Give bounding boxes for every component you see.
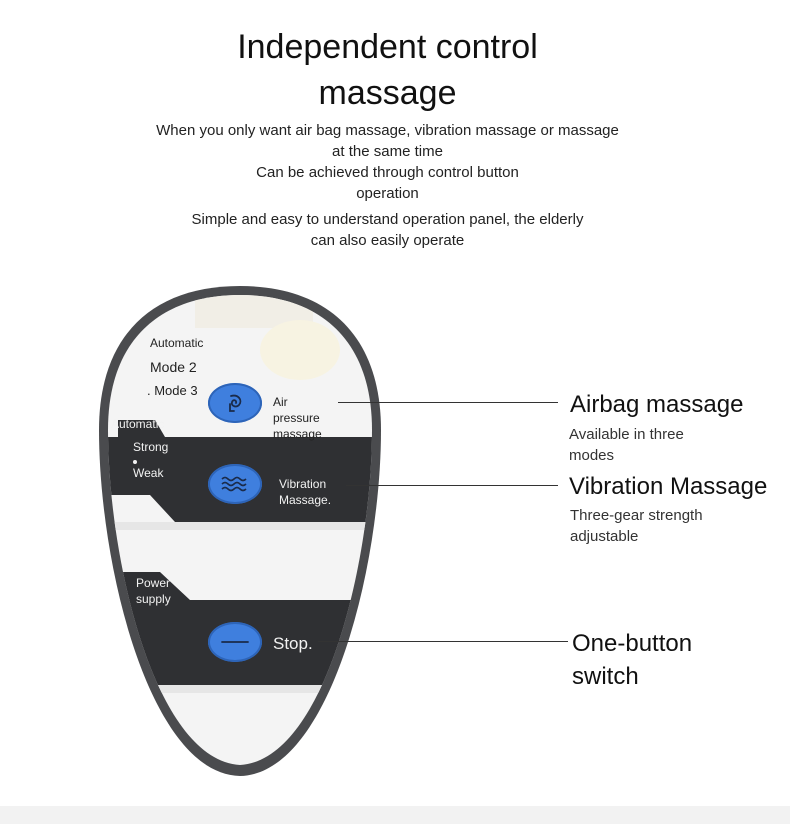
vibration-callout-title: Vibration Massage bbox=[569, 473, 768, 500]
airbag-button-label-2: pressure bbox=[273, 411, 320, 425]
description-line-1: When you only want air bag massage, vibr… bbox=[156, 122, 619, 139]
description-line-2: at the same time bbox=[332, 143, 443, 160]
strength-label: Automatic bbox=[111, 417, 165, 431]
airbag-callout-title: Airbag massage bbox=[570, 391, 744, 418]
vibration-button-label-2: Massage. bbox=[279, 493, 332, 507]
airbag-callout-line bbox=[338, 402, 558, 403]
airbag-button[interactable] bbox=[208, 383, 262, 423]
footer-bar bbox=[0, 806, 790, 824]
switch-callout-title-2: switch bbox=[572, 663, 639, 690]
page-title-line-1: Independent control bbox=[237, 28, 538, 66]
airbag-callout-sub-2: modes bbox=[569, 447, 615, 464]
dash-icon bbox=[221, 641, 249, 643]
page-title-line-2: massage bbox=[318, 74, 457, 112]
vibration-callout-line bbox=[346, 485, 558, 486]
switch-callout-line bbox=[318, 641, 568, 642]
description-line-4: operation bbox=[356, 185, 419, 202]
mode-3-label: . Mode 3 bbox=[147, 383, 198, 398]
description-line-5: Simple and easy to understand operation … bbox=[191, 211, 584, 228]
airbag-button-label-3: massage bbox=[273, 427, 322, 441]
vibration-button[interactable] bbox=[208, 464, 262, 504]
airbag-swirl-icon bbox=[229, 394, 242, 412]
mode-label: Automatic bbox=[150, 336, 204, 350]
power-label-1: Power bbox=[136, 576, 171, 590]
vibration-callout-sub-1: Three-gear strength bbox=[570, 507, 703, 524]
airbag-button-label-1: Air bbox=[273, 395, 288, 409]
vibration-button-label-1: Vibration bbox=[279, 477, 327, 491]
wave-lines-icon bbox=[221, 476, 247, 492]
weak-label: Weak bbox=[133, 466, 164, 480]
indicator-dot bbox=[133, 460, 137, 464]
stop-button-label: Stop. bbox=[273, 634, 313, 653]
switch-callout-title-1: One-button bbox=[572, 630, 693, 657]
power-label-2: supply bbox=[136, 592, 171, 606]
faint-decor bbox=[260, 320, 340, 380]
description-line-6: can also easily operate bbox=[310, 232, 465, 249]
vibration-callout-sub-2: adjustable bbox=[570, 528, 639, 545]
strong-label: Strong bbox=[133, 440, 169, 454]
airbag-callout-sub-1: Available in three bbox=[569, 426, 684, 443]
mode-2-label: Mode 2 bbox=[150, 359, 197, 375]
stop-button[interactable] bbox=[208, 622, 262, 662]
description-line-3: Can be achieved through control button bbox=[256, 164, 519, 181]
